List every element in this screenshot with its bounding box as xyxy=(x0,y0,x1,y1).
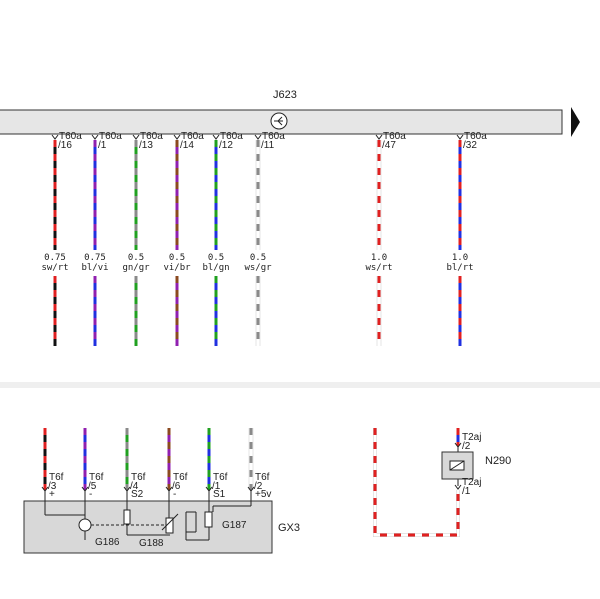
connector-name-7: T60a xyxy=(383,131,406,142)
connector-pin-6: /11 xyxy=(261,140,275,151)
wire-code-3: gn/gr xyxy=(122,263,150,273)
n290-wires xyxy=(373,428,462,537)
gx3-pin-2: /5 xyxy=(88,481,97,492)
gx3-wire-6 xyxy=(248,428,254,490)
n290-return-wire xyxy=(373,428,460,537)
top-labels: T60a/160.75sw/rtT60a/10.75bl/viT60a/130.… xyxy=(41,131,487,273)
motor-label: G186 xyxy=(95,537,120,548)
n290-top-pin: /2 xyxy=(462,441,471,452)
gx3-conn-4: T6f xyxy=(173,472,188,483)
gx3-conn-6: T6f xyxy=(255,472,270,483)
wire-code-5: bl/gn xyxy=(202,263,229,273)
pin-mark-5 xyxy=(212,134,220,140)
wire-code-6: ws/gr xyxy=(244,263,272,273)
control-unit-label: J623 xyxy=(273,89,297,101)
n290-box xyxy=(441,451,474,480)
gx3-pin-4: /6 xyxy=(172,481,181,492)
connector-pin-1: /16 xyxy=(58,140,72,151)
wire-code-8: bl/rt xyxy=(446,263,473,273)
n290-bottom-conn: T2aj xyxy=(462,477,481,488)
pin-mark-1 xyxy=(51,134,59,140)
top-wires xyxy=(51,134,464,346)
wire-size-6: 0.5 xyxy=(250,253,266,263)
connector-pin-2: /1 xyxy=(98,140,107,151)
gx3-internal-circuit xyxy=(44,498,252,541)
continuation-arrow-icon xyxy=(571,107,580,137)
gx3-conn-3: T6f xyxy=(131,472,146,483)
n290-bottom-pin-mark xyxy=(454,484,462,490)
connector-pin-8: /32 xyxy=(463,140,477,151)
wire-size-2: 0.75 xyxy=(84,253,106,263)
ground-symbol-icon xyxy=(270,112,288,130)
pin-mark-8 xyxy=(456,134,464,140)
connector-name-1: T60a xyxy=(59,131,82,142)
connector-name-2: T60a xyxy=(99,131,122,142)
wire-code-4: vi/br xyxy=(163,263,191,273)
gx3-sign-5: S1 xyxy=(213,489,226,500)
wire-size-3: 0.5 xyxy=(128,253,144,263)
sensor2-label: G187 xyxy=(222,520,247,531)
gx3-conn-2: T6f xyxy=(89,472,104,483)
gx3-pin-3: /4 xyxy=(130,481,139,492)
n290-label: N290 xyxy=(485,455,511,467)
gx3-sign-2: - xyxy=(89,489,92,500)
gx3-pin-6: /2 xyxy=(254,481,263,492)
motor-icon xyxy=(78,518,92,532)
gx3-pin-5: /1 xyxy=(212,481,221,492)
gx3-sign-1: + xyxy=(49,489,55,500)
gx3-box xyxy=(23,500,273,554)
pin-mark-4 xyxy=(173,134,181,140)
valve-icon xyxy=(449,460,465,471)
wire-size-5: 0.5 xyxy=(208,253,224,263)
wire-size-1: 0.75 xyxy=(44,253,66,263)
wire-size-4: 0.5 xyxy=(169,253,185,263)
sensor1-label: G188 xyxy=(139,538,164,549)
gx3-sign-4: - xyxy=(173,489,176,500)
pin-mark-7 xyxy=(375,134,383,140)
connector-pin-3: /13 xyxy=(139,140,153,151)
gx3-label: GX3 xyxy=(278,522,300,534)
gx3-pin-1: /3 xyxy=(48,481,57,492)
connector-name-3: T60a xyxy=(140,131,163,142)
wire-size-7: 1.0 xyxy=(371,253,387,263)
wire-code-2: bl/vi xyxy=(81,263,108,273)
gx3-sign-3: S2 xyxy=(131,489,144,500)
connector-name-8: T60a xyxy=(464,131,487,142)
wire-upper-6 xyxy=(255,140,261,250)
wire-size-8: 1.0 xyxy=(452,253,468,263)
n290-bottom-pin: /1 xyxy=(462,486,471,497)
section-divider xyxy=(0,382,600,388)
wire-lower-6 xyxy=(255,276,261,346)
wire-code-7: ws/rt xyxy=(365,263,392,273)
connector-pin-4: /14 xyxy=(180,140,194,151)
connector-pin-5: /12 xyxy=(219,140,233,151)
gx3-conn-1: T6f xyxy=(49,472,64,483)
gx3-sign-6: +5v xyxy=(255,489,271,500)
connector-name-6: T60a xyxy=(262,131,285,142)
pin-mark-6 xyxy=(254,134,262,140)
top-section-bg xyxy=(0,0,600,382)
wire-lower-7 xyxy=(376,276,382,346)
wire-upper-7 xyxy=(376,140,382,250)
pin-mark-3 xyxy=(132,134,140,140)
connector-pin-7: /47 xyxy=(382,140,396,151)
connector-name-4: T60a xyxy=(181,131,204,142)
n290-top-conn: T2aj xyxy=(462,432,481,443)
wire-code-1: sw/rt xyxy=(41,263,68,273)
pin-mark-2 xyxy=(91,134,99,140)
connector-name-5: T60a xyxy=(220,131,243,142)
gx3-conn-5: T6f xyxy=(213,472,228,483)
